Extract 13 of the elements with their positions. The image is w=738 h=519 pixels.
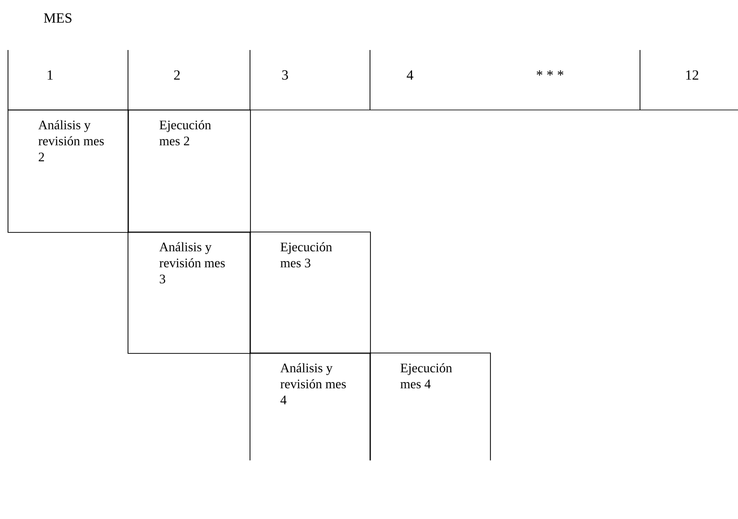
column-number: * * * <box>536 70 564 76</box>
column-number: 1 <box>48 70 53 80</box>
column-number: 4 <box>406 70 414 80</box>
table-cell: Ejecución mes 2 <box>128 110 251 233</box>
column-number: 12 <box>686 70 698 80</box>
column-number: 2 <box>174 70 180 80</box>
column-number: 3 <box>282 70 288 80</box>
heading: MES <box>44 13 72 23</box>
table-cell: Análisis y revisión mes 2 <box>8 110 129 233</box>
table-cell: Ejecución mes 3 <box>250 232 371 354</box>
table-cell: Análisis y revisión mes 3 <box>128 232 251 354</box>
table-cell: Ejecución mes 4 <box>370 352 491 461</box>
table-cell: Análisis y revisión mes 4 <box>250 352 371 461</box>
